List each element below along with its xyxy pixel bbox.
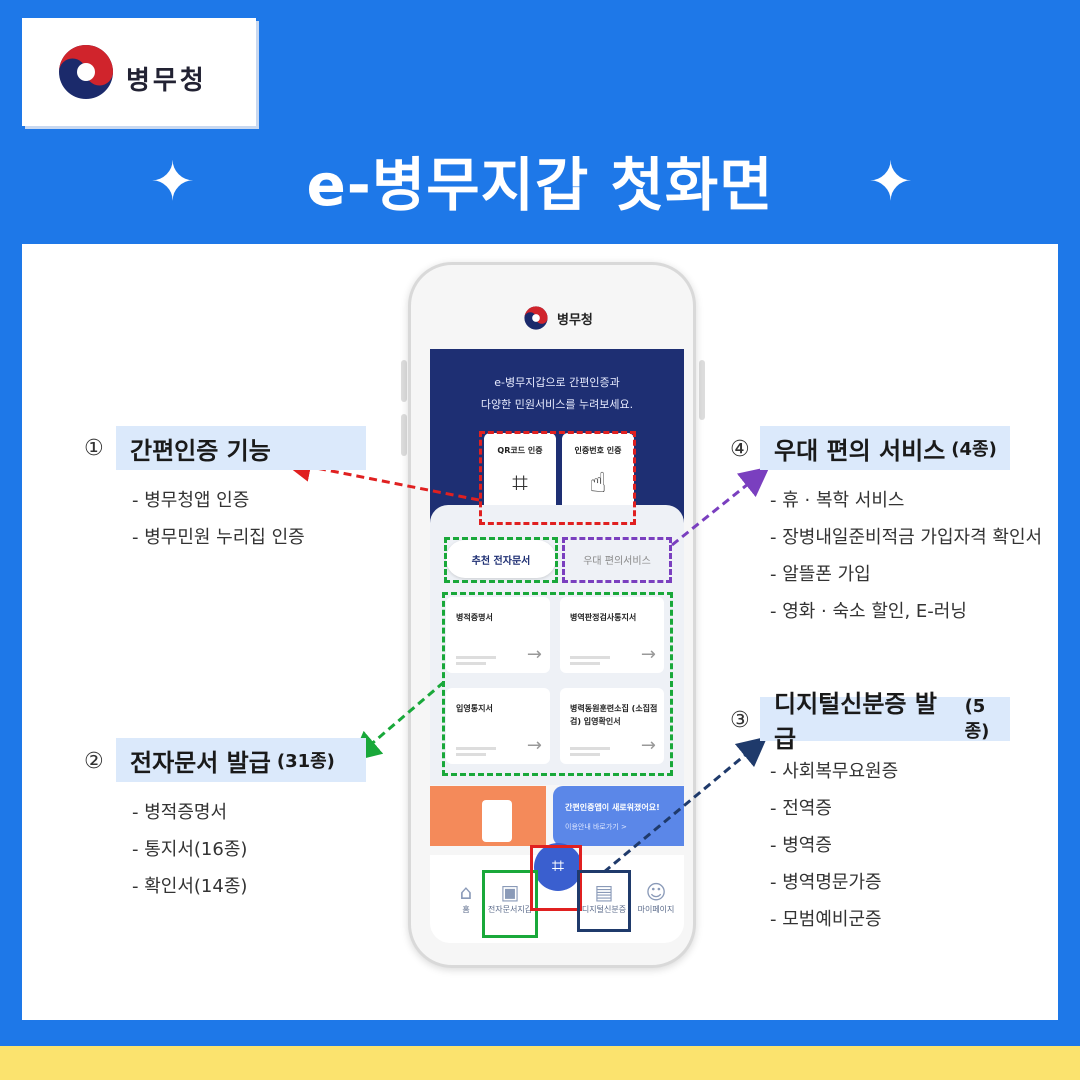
taegeuk-logo-icon (59, 45, 113, 99)
list-item: - 병적증명서 (132, 802, 228, 823)
phone-thumbnail-icon (482, 800, 512, 842)
list-item: - 병역명문가증 (770, 872, 882, 893)
callout-heading: 간편인증 기능 (116, 426, 366, 470)
banner-sub: 이용안내 바로가기 > (565, 823, 627, 831)
logo-text: 병무청 (126, 66, 207, 96)
nav-label: 홈 (462, 905, 470, 914)
qr-auth-label: QR코드 인증 (497, 446, 543, 455)
list-item: - 통지서(16종) (132, 839, 248, 860)
sparkle-icon: ✦ (150, 150, 196, 213)
callout-list: - 병무청앱 인증 - 병무민원 누리집 인증 (132, 482, 305, 556)
hero-line: e-병무지갑으로 간편인증과 (494, 376, 620, 389)
list-item: - 병역증 (770, 835, 832, 856)
bottom-band (0, 1046, 1080, 1080)
doc-card[interactable]: 병역판정검사통지서 → (560, 597, 664, 673)
highlight-scan (530, 845, 582, 911)
doc-title: 병력동원훈련소집 (소집점검) 입영확인서 (570, 704, 658, 726)
callout-count: (4종) (951, 439, 997, 460)
pin-auth-label: 인증번호 인증 (574, 446, 622, 455)
highlight-tab-docs (444, 537, 558, 583)
callout-list: - 휴 · 복학 서비스 - 장병내일준비적금 가입자격 확인서 - 알뜰폰 가… (770, 482, 1042, 630)
doc-title: 입영통지서 (456, 704, 493, 713)
hero-line: 다양한 민원서비스를 누려보세요. (480, 398, 634, 411)
arrow-docs (350, 680, 445, 762)
scan-icon: ⌗ (551, 854, 565, 879)
callout-heading: 우대 편의 서비스 (4종) (760, 426, 1010, 470)
phone-logo-icon (524, 306, 548, 330)
nav-mypage[interactable]: ☺ 마이페이지 (634, 880, 678, 915)
callout-heading: 디지털신분증 발급 (5종) (760, 690, 1010, 753)
highlight-tab-benefits (562, 537, 672, 583)
doc-title: 병역판정검사통지서 (570, 613, 637, 622)
arrow-digital-id (603, 736, 768, 874)
arrow-right-icon: → (526, 644, 542, 665)
phone-logo-text: 병무청 (557, 313, 593, 328)
id-card-icon: ▤ (594, 880, 614, 904)
phone-side-button (401, 414, 407, 456)
list-item: - 장병내일준비적금 가입자격 확인서 (770, 527, 1043, 548)
pin-auth-card[interactable]: 인증번호 인증 ☝ (562, 433, 634, 515)
banner-headline: 간편인증앱이 새로워졌어요! (565, 803, 660, 812)
callout-number: ③ (730, 708, 750, 733)
qr-auth-card[interactable]: QR코드 인증 ⌗ (484, 433, 556, 515)
nav-label: 디지털신분증 (581, 905, 627, 914)
nav-label: 전자문서지갑 (487, 905, 533, 914)
tab-recommended-docs[interactable]: 추천 전자문서 (446, 540, 556, 578)
callout-count: (5종) (964, 695, 990, 742)
arrow-right-icon: → (526, 735, 542, 756)
list-item: - 사회복무요원증 (770, 761, 899, 782)
home-icon: ⌂ (459, 880, 473, 904)
highlight-nav-wallet (482, 870, 538, 938)
list-item: - 알뜰폰 가입 (770, 564, 871, 585)
phone-side-button (699, 360, 705, 420)
scan-button[interactable]: ⌗ (534, 843, 582, 891)
tab-benefit-services[interactable]: 우대 편의서비스 (583, 555, 651, 567)
banner-left[interactable] (430, 786, 546, 846)
nav-label: 마이페이지 (637, 905, 675, 914)
list-item: - 확인서(14종) (132, 876, 248, 897)
callout-heading: 전자문서 발급 (31종) (116, 738, 366, 782)
sparkle-icon: ✦ (868, 150, 914, 213)
logo-box: 병무청 (22, 18, 256, 126)
callout-title: 우대 편의 서비스 (774, 436, 946, 465)
arrow-benefits (671, 466, 770, 547)
page-title: e-병무지갑 첫화면 (306, 151, 774, 219)
qr-code-icon: ⌗ (512, 466, 528, 499)
callout-list: - 병적증명서 - 통지서(16종) - 확인서(14종) (132, 794, 247, 905)
arrow-auth (281, 452, 480, 502)
callout-number: ② (84, 749, 104, 774)
callout-number: ④ (730, 437, 750, 462)
person-icon: ☺ (645, 880, 667, 904)
callout-count: (31종) (276, 751, 335, 772)
nav-home[interactable]: ⌂ 홈 (448, 880, 484, 915)
doc-card[interactable]: 입영통지서 → (446, 688, 550, 764)
callout-list: - 사회복무요원증 - 전역증 - 병역증 - 병역명문가증 - 모범예비군증 (770, 753, 898, 938)
callout-title: 간편인증 기능 (130, 436, 271, 465)
arrow-right-icon: → (640, 735, 656, 756)
doc-card[interactable]: 병력동원훈련소집 (소집점검) 입영확인서 → (560, 688, 664, 764)
callout-number: ① (84, 436, 104, 461)
nav-wallet[interactable]: ▣ 전자문서지갑 (484, 880, 536, 915)
list-item: - 모범예비군증 (770, 909, 882, 930)
list-item: - 휴 · 복학 서비스 (770, 490, 905, 511)
phone-side-button (401, 360, 407, 402)
highlight-auth (479, 431, 636, 525)
list-item: - 병무민원 누리집 인증 (132, 527, 305, 548)
callout-title: 전자문서 발급 (130, 748, 271, 777)
arrow-right-icon: → (640, 644, 656, 665)
callout-title: 디지털신분증 발급 (774, 690, 937, 753)
nav-digital-id[interactable]: ▤ 디지털신분증 (578, 880, 630, 915)
keypad-icon: ☝ (589, 466, 607, 499)
doc-title: 병적증명서 (456, 613, 493, 622)
list-item: - 영화 · 숙소 할인, E-러닝 (770, 601, 967, 622)
list-item: - 전역증 (770, 798, 832, 819)
banner-right[interactable]: 간편인증앱이 새로워졌어요! 이용안내 바로가기 > (553, 786, 684, 846)
list-item: - 병무청앱 인증 (132, 490, 250, 511)
wallet-icon: ▣ (500, 880, 520, 904)
doc-card[interactable]: 병적증명서 → (446, 597, 550, 673)
